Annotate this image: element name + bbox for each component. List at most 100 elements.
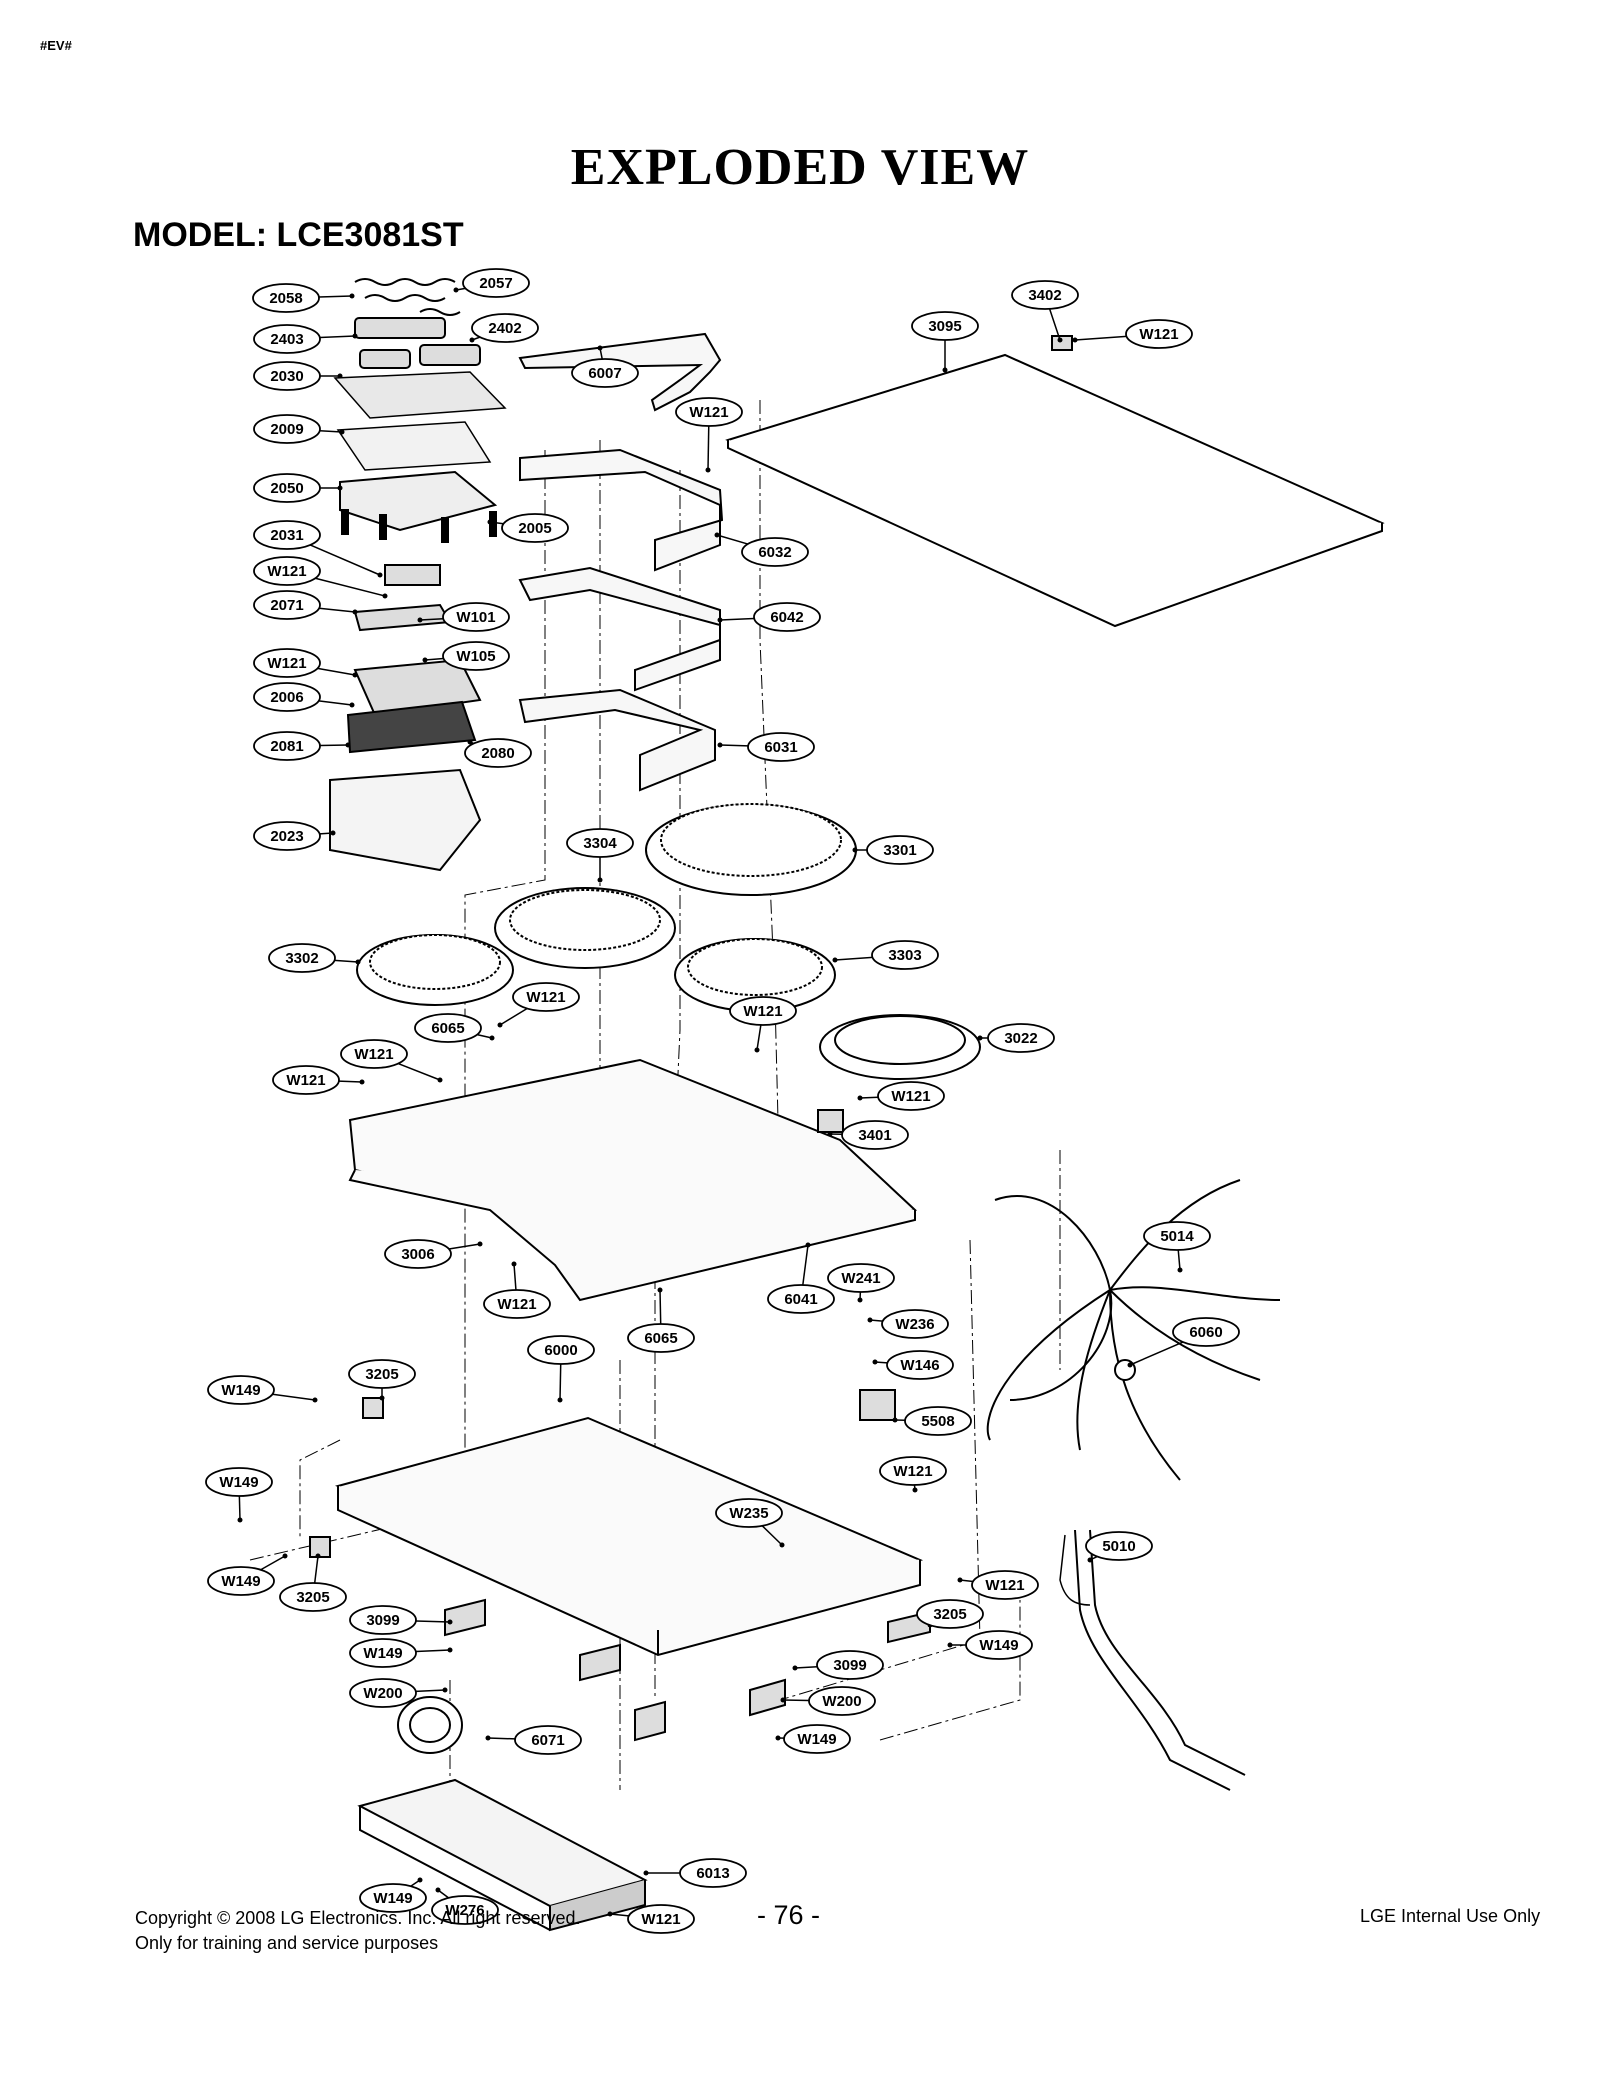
callout-leader-dot: [912, 1487, 918, 1493]
callout-leader-dot: [1177, 1267, 1183, 1273]
callout-text: 3301: [883, 842, 916, 859]
callout-oval: [471, 313, 539, 343]
callout-text: W276: [445, 1902, 484, 1919]
callout-3022: 3022: [977, 1023, 1055, 1053]
callout-text: 6060: [1189, 1324, 1222, 1341]
callout-text: W121: [893, 1463, 932, 1480]
callout-oval: [205, 1467, 273, 1497]
callout-oval: [359, 1883, 427, 1913]
callout-leader-dot: [447, 1647, 453, 1653]
callout-w121: W121: [879, 1456, 947, 1493]
callout-leader-dot: [330, 830, 336, 836]
callout-oval: [566, 828, 634, 858]
callout-text: W121: [267, 655, 306, 672]
callout-leader-dot: [942, 367, 948, 373]
callout-oval: [253, 520, 321, 550]
callout-text: 2030: [270, 368, 303, 385]
chassis-hardware: [309, 1109, 931, 1742]
callout-2403: 2403: [253, 324, 358, 354]
callout-leader-dot: [345, 742, 351, 748]
callout-oval: [462, 268, 530, 298]
callout-oval: [253, 590, 321, 620]
callout-w121: W121: [675, 397, 743, 473]
callout-oval: [729, 996, 797, 1026]
callout-leader-dot: [453, 287, 459, 293]
callout-oval: [827, 1263, 895, 1293]
callout-text: 3304: [583, 835, 617, 852]
callout-oval: [442, 602, 510, 632]
callout-leader-dot: [657, 1287, 663, 1293]
callout-leader-dot: [805, 1242, 811, 1248]
callout-text: 3303: [888, 947, 921, 964]
callout-leader-dot: [497, 1022, 503, 1028]
callout-w235: W235: [715, 1498, 785, 1548]
wire-harness: [986, 1179, 1281, 1481]
callout-w149: W149: [207, 1375, 318, 1405]
callout-leader-dot: [827, 1131, 833, 1137]
callout-leader-dot: [422, 657, 428, 663]
callout-text: 5508: [921, 1413, 954, 1430]
callout-leader-line: [318, 607, 356, 613]
callout-2080: 2080: [464, 738, 532, 768]
callout-oval: [501, 513, 569, 543]
callout-leader-dot: [437, 1077, 443, 1083]
callout-leader-line: [260, 1555, 286, 1571]
callout-w149: W149: [947, 1630, 1033, 1660]
callout-leader-line: [318, 700, 353, 706]
callout-text: W121: [641, 1911, 680, 1928]
callout-oval: [431, 1895, 499, 1925]
callout-6071: 6071: [485, 1725, 582, 1755]
callout-leader-dot: [377, 572, 383, 578]
callout-text: 6042: [770, 609, 803, 626]
callout-text: 2009: [270, 421, 303, 438]
callout-leader-line: [317, 667, 356, 676]
callout-2050: 2050: [253, 473, 343, 503]
callout-w200: W200: [349, 1678, 448, 1708]
callout-3095: 3095: [911, 311, 979, 373]
callout-oval: [442, 641, 510, 671]
callout-oval: [253, 414, 321, 444]
callout-3302: 3302: [268, 943, 361, 973]
callout-leader-dot: [1127, 1362, 1133, 1368]
callout-3303: 3303: [832, 940, 939, 970]
callout-oval: [253, 473, 321, 503]
callout-3301: 3301: [852, 835, 934, 865]
callout-6060: 6060: [1127, 1317, 1240, 1368]
callout-text: 2023: [270, 828, 303, 845]
callout-oval: [987, 1023, 1055, 1053]
callout-text: W121: [354, 1046, 393, 1063]
callout-leader-dot: [947, 1642, 953, 1648]
callout-text: W146: [900, 1357, 939, 1374]
callout-oval: [253, 682, 321, 712]
callout-oval: [384, 1239, 452, 1269]
callout-w200: W200: [780, 1686, 876, 1716]
element-support-plate: [348, 1058, 918, 1302]
callout-2057: 2057: [453, 268, 530, 298]
footer-purpose: Only for training and service purposes: [135, 1933, 439, 1953]
callout-text: 3095: [928, 318, 961, 335]
callout-oval: [879, 1456, 947, 1486]
callout-oval: [911, 311, 979, 341]
callout-text: 2081: [270, 738, 303, 755]
callout-leader-line: [609, 1913, 629, 1917]
callout-w121: W121: [483, 1261, 551, 1319]
callout-leader-dot: [382, 593, 388, 599]
callout-leader-line: [1129, 1341, 1184, 1366]
callout-leader-dot: [487, 519, 493, 525]
callout-oval: [916, 1599, 984, 1629]
callout-text: W121: [689, 404, 728, 421]
callout-leader-dot: [352, 609, 358, 615]
callout-text: W121: [1139, 326, 1178, 343]
callout-oval: [904, 1406, 972, 1436]
callout-5508: 5508: [892, 1406, 972, 1436]
callout-w149: W149: [775, 1724, 851, 1754]
callout-w121: W121: [729, 996, 797, 1053]
callout-text: 3006: [401, 1246, 434, 1263]
callout-2071: 2071: [253, 590, 358, 620]
callout-w121: W121: [253, 556, 388, 599]
callout-2081: 2081: [253, 731, 351, 761]
callout-6065: 6065: [627, 1287, 695, 1353]
callout-oval: [272, 1065, 340, 1095]
callout-oval: [483, 1289, 551, 1319]
callout-2023: 2023: [253, 821, 336, 851]
